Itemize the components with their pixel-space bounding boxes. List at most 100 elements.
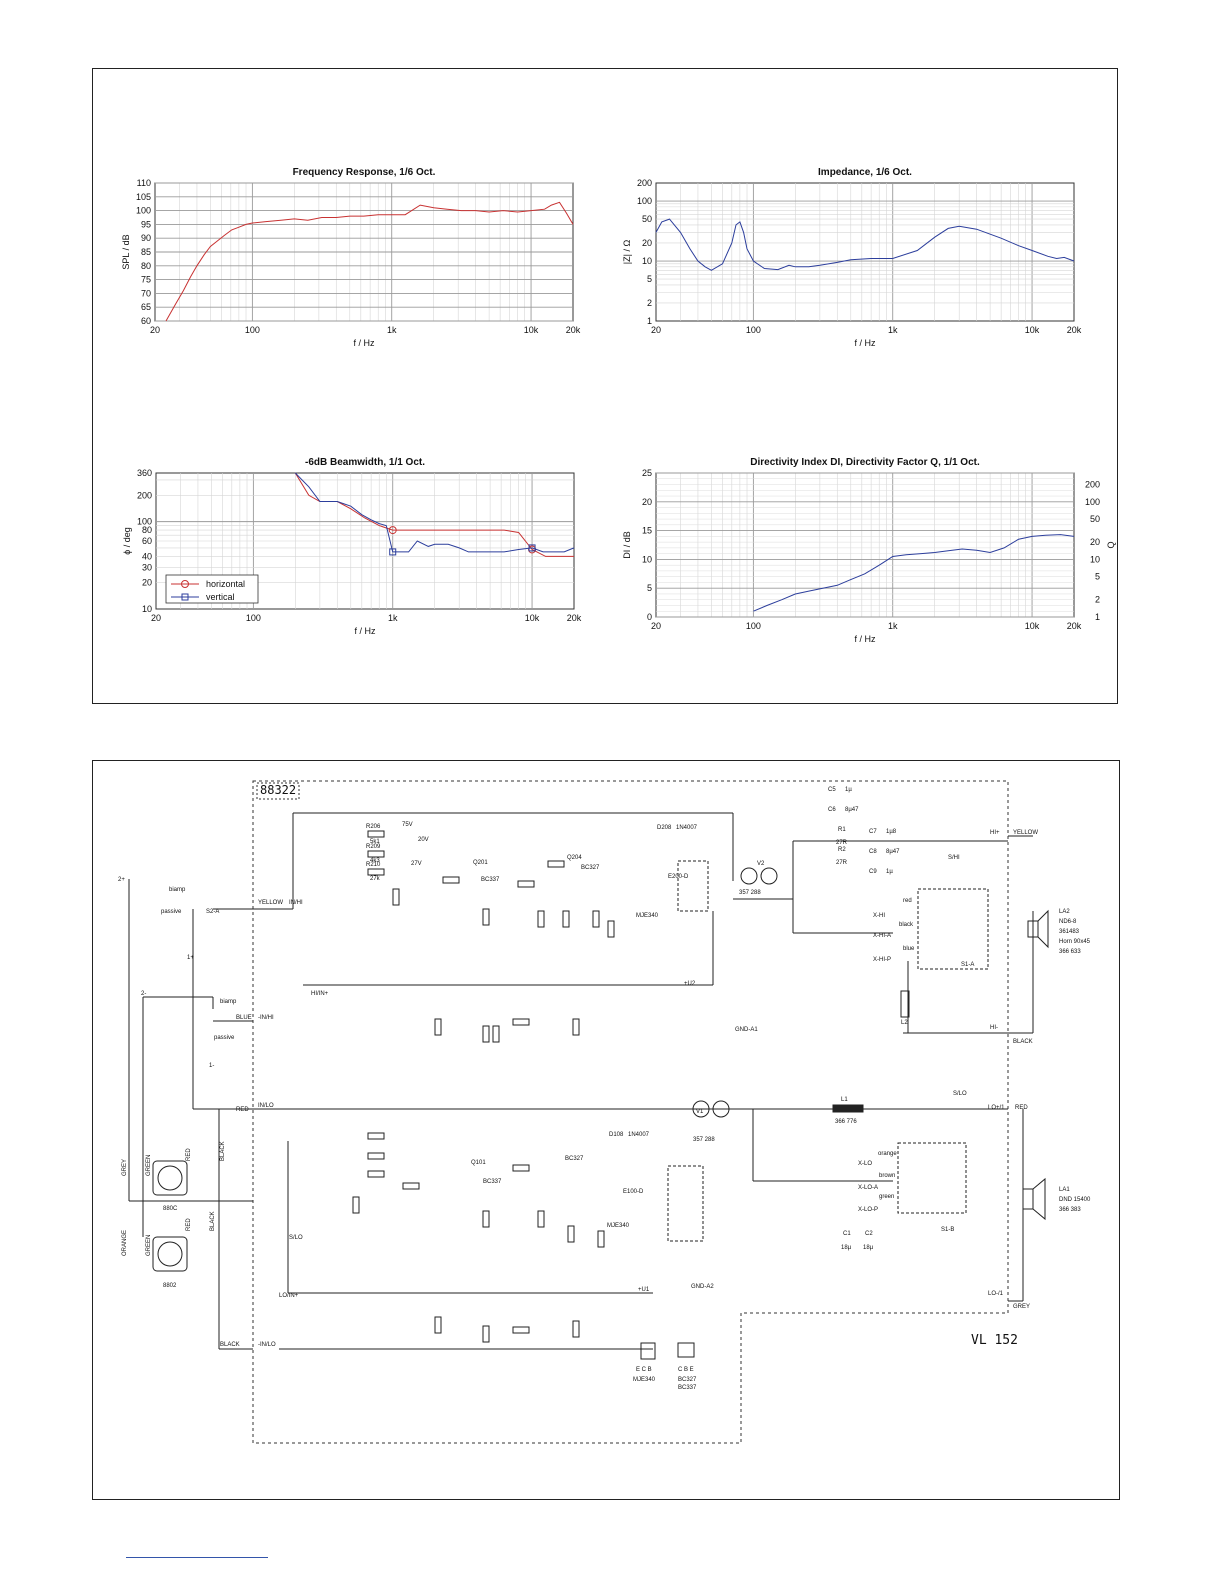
label-bc327-b: BC327 [565,1156,584,1162]
y2-tick-label: 5 [1095,572,1100,582]
label-bc337-a: BC337 [481,877,500,883]
label-366776: 366 776 [835,1119,857,1125]
label-grey-rear: GREY [1013,1304,1030,1310]
x-tick-label: 10k [1025,621,1040,631]
y-tick-label: 100 [637,196,652,206]
label-366383: 366 383 [1059,1207,1081,1213]
label-bc337-b: BC337 [483,1179,502,1185]
series-line-di [753,534,1075,612]
label-biamp-a: biamp [169,887,186,893]
label-c8: C8 [869,849,877,855]
label-v2: V2 [757,861,765,867]
label-gnd-a1: GND-A1 [735,1027,758,1033]
label-blue-wire: blue [903,946,915,952]
y-tick-label: 85 [141,247,151,257]
x-tick-label: 100 [746,621,761,631]
label-q101: Q101 [471,1160,486,1166]
y-tick-label: 60 [141,316,151,326]
plot-area [655,472,1075,618]
y-tick-label: 40 [142,551,152,561]
x-tick-label: 20 [651,325,661,335]
y2-tick-label: 200 [1085,479,1100,489]
label-r209: R209 [366,844,381,850]
label-27v: 27V [411,861,422,867]
y-tick-label: 20 [642,497,652,507]
label-biamp-b: biamp [220,999,237,1005]
label-green-wire: green [879,1194,894,1200]
x-tick-label: 20 [151,613,161,623]
label-mje340-pkg: MJE340 [633,1377,656,1383]
y-tick-label: 75 [141,275,151,285]
y-tick-label: 95 [141,219,151,229]
y-tick-label: 0 [647,612,652,622]
label-357288-b: 357 288 [693,1137,715,1143]
y-axis-label: |Z| / Ω [622,240,632,265]
label-pin-2plus: 2+ [118,877,125,883]
label-nd6-8: ND6-8 [1059,919,1077,925]
y-axis-label: ϕ / deg [122,527,132,555]
x-tick-label: 1k [888,621,898,631]
label-hi-in-plus: HI/IN+ [311,991,329,997]
label-r206: R206 [366,824,381,830]
label-c7: C7 [869,829,877,835]
label-x-hi-p: X-HI-P [873,957,891,963]
y2-tick-label: 100 [1085,497,1100,507]
x-tick-label: 20k [1067,325,1082,335]
label-s1a: S1-A [961,962,974,968]
components [152,830,1049,1360]
label-c9: C9 [869,869,877,875]
model-label: VL 152 [971,1333,1018,1348]
label-brown-wire: brown [879,1173,895,1179]
schematic-svg: 88322 VL 152 [118,780,1091,1444]
y2-tick-label: 20 [1090,537,1100,547]
y2-tick-label: 1 [1095,612,1100,622]
label-lo-plus: LO+/1 [988,1105,1005,1111]
y-tick-label: 1 [647,316,652,326]
y-tick-label: 110 [137,178,151,188]
y-tick-label: 80 [142,525,152,535]
label-yellow-rear: YELLOW [1013,830,1038,836]
board-id: 88322 [260,783,296,797]
y-tick-label: 5 [647,583,652,593]
label-c2: C2 [865,1231,873,1237]
label-l1: L1 [841,1097,848,1103]
x-tick-label: 10k [1025,325,1040,335]
y-tick-label: 20 [142,578,152,588]
label-yellow: YELLOW [258,900,283,906]
y-tick-label: 65 [141,302,151,312]
x-tick-label: 100 [246,613,261,623]
label-e200d: E200-D [668,874,689,880]
label-27r-b: 27R [836,860,848,866]
y-tick-label: 105 [136,192,151,202]
label-d108: D108 [609,1132,624,1138]
label-pin-1plus: 1+ [187,955,194,961]
label-x-lo: X-LO [858,1161,872,1167]
x-tick-label: 100 [245,325,260,335]
label-27r-a: 27R [836,840,848,846]
label-passive-b: passive [214,1035,235,1041]
x-tick-label: 20k [566,325,581,335]
label-x-lo-a: X-LO-A [858,1185,878,1191]
label-s-lo-b: S/LO [953,1091,967,1097]
label-20v: 20V [418,837,429,843]
schematic-labels: R206 R209 R210 5k1 4k3 27k 75V 20V 27V D… [118,787,1091,1391]
label-x-hi-a: X-HI-A [873,933,891,939]
x-tick-label: 1k [387,325,397,335]
label-mje340-a: MJE340 [636,913,659,919]
chart-title: Directivity Index DI, Directivity Factor… [750,457,980,468]
label-1n4007-a: 1N4007 [676,825,698,831]
label-gnd-a2: GND-A2 [691,1284,714,1290]
schematic-panel: 88322 VL 152 [92,760,1120,1500]
x-axis-label: f / Hz [854,338,876,348]
series-line-horizontal [294,472,574,557]
label-e100d: E100-D [623,1189,644,1195]
label-ecb: E C B [636,1367,652,1373]
label-in-hi: IN/HI [289,900,303,906]
y2-axis-label: Q [1106,541,1116,548]
y-tick-label: 70 [141,288,151,298]
label-r2: R2 [838,847,846,853]
label-orange-a: GREY [122,1159,128,1176]
label-s-lo: S/LO [289,1235,303,1241]
plot-area [655,182,1075,322]
